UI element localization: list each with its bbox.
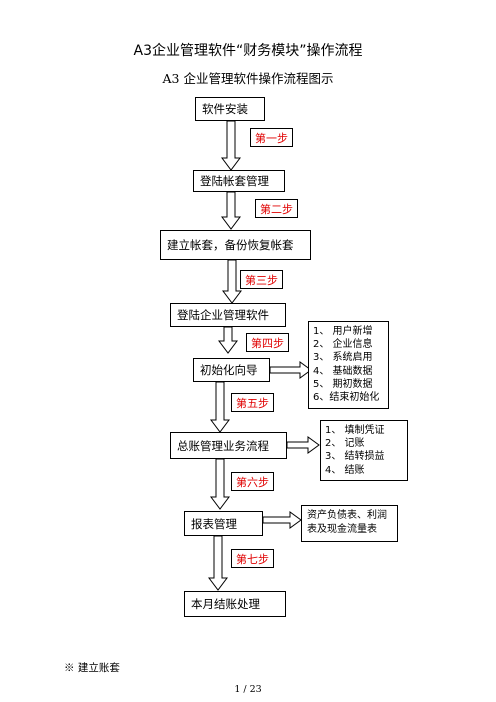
document-subtitle: A3 企业管理软件操作流程图示 [162,71,334,86]
right-arrow-ledger [286,436,320,454]
step-tag-4: 第四步 [246,333,289,352]
list-item: 1、 用户新增 [313,326,373,337]
flow-box-general-ledger-process: 总账管理业务流程 [170,432,287,459]
report-note: 资产负债表、利润表及现金流量表 [301,505,398,542]
down-arrow-1 [221,120,241,171]
flow-box-login-enterprise-software: 登陆企业管理软件 [170,303,286,327]
list-item: 3、 结转损益 [325,451,385,463]
down-arrow-2 [221,191,241,230]
step-tag-7: 第七步 [231,549,274,568]
flow-box-login-account-management: 登陆帐套管理 [193,170,285,192]
down-arrow-7 [208,535,228,591]
list-item: 5、 期初数据 [313,378,373,390]
down-arrow-4 [218,326,238,354]
initialization-items-list: 1、 用户新增 2、 企业信息 3、 系统启用 4、 基础数据 5、 期初数据 … [308,321,389,409]
flow-box-month-end-closing: 本月结账处理 [184,591,286,617]
flow-box-software-install: 软件安装 [195,97,265,121]
right-arrow-report [262,511,302,529]
flow-box-create-backup-account: 建立帐套，备份恢复帐套 [160,230,311,260]
footnote: ※ 建立账套 [64,662,120,674]
list-item: 6、结束初始化 [313,392,380,404]
step-tag-1: 第一步 [250,128,293,147]
ledger-items-list: 1、 填制凭证 2、 记账 3、 结转损益 4、 结账 [320,420,408,481]
right-arrow-init [269,361,312,379]
list-item: 2、 记账 [325,438,365,450]
flow-box-report-management: 报表管理 [184,511,263,536]
down-arrow-6 [210,458,230,510]
step-tag-5: 第五步 [231,393,274,412]
list-item: 2、 企业信息 [313,339,373,351]
step-tag-3: 第三步 [240,270,283,289]
list-item: 3、 系统启用 [313,352,373,364]
list-item: 4、 结账 [325,464,365,476]
flow-box-initialization-wizard: 初始化向导 [193,358,270,382]
page-number: 1 / 23 [234,684,262,695]
list-item: 4、 基础数据 [313,365,373,377]
down-arrow-5 [210,381,230,433]
step-tag-2: 第二步 [255,199,298,218]
step-tag-6: 第六步 [231,472,274,491]
list-item: 1、 填制凭证 [325,425,385,436]
down-arrow-3 [222,259,242,304]
document-title: A3企业管理软件“财务模块”操作流程 [133,43,363,59]
